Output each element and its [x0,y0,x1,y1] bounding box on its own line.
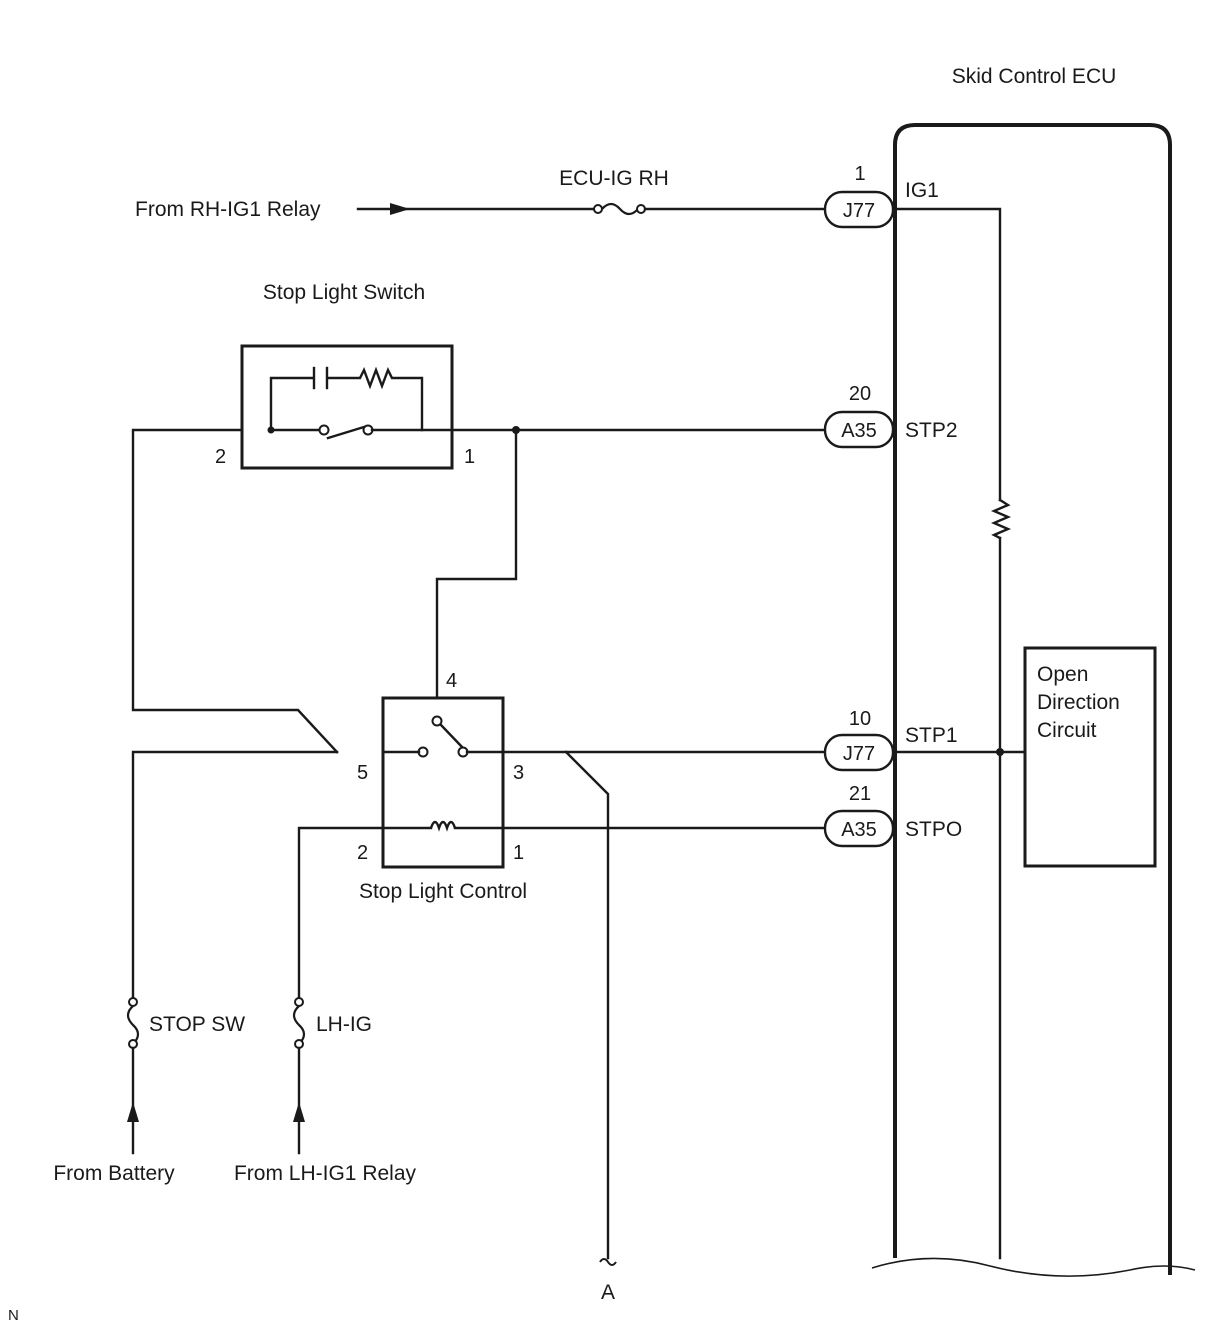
stp2-wiring [131,426,829,754]
svg-text:J77: J77 [843,200,875,222]
fuse-ecu-ig-rh-label: ECU-IG RH [559,167,669,190]
stop-light-control-title: Stop Light Control [359,880,527,903]
connector-j77-stp1: J77 10 STP1 [823,708,958,772]
ig1-pin: 1 [854,163,865,185]
fuse-stop-sw-icon [126,1005,140,1045]
connector-a35-stp2: A35 20 STP2 [823,383,958,449]
fuse-ecu-ig-rh-icon [593,202,646,216]
wave-break-icon [599,1258,617,1266]
slc-pin-4: 4 [446,670,457,692]
fuse-stop-sw-label: STOP SW [149,1013,245,1036]
slc-pin-5: 5 [357,762,368,784]
connector-a35-stpo: A35 21 STPO [823,783,962,848]
slc-pin-3: 3 [513,762,524,784]
svg-text:A35: A35 [841,819,877,841]
svg-text:A35: A35 [841,420,877,442]
pullup-resistor [990,498,1012,540]
stop-light-switch-title: Stop Light Switch [263,281,425,304]
slc-pin-2: 2 [357,842,368,864]
connector-j77-ig1: J77 1 IG1 [823,163,939,229]
open-direction-circuit: Open Direction Circuit [1023,646,1157,868]
arrow-right-icon [390,203,410,215]
arrow-up-icon [127,1102,139,1122]
circuit-line-2: Direction [1037,691,1120,714]
stp1-stpo-wiring: A [131,750,829,1304]
stop-light-switch: Stop Light Switch 2 1 [215,281,475,470]
relay-coil-icon [429,820,457,832]
source-battery: From Battery [53,1162,175,1185]
slc-pin-1: 1 [513,842,524,864]
ecu-title: Skid Control ECU [952,65,1117,88]
circuit-line-3: Circuit [1037,719,1097,742]
corner-mark: N [8,1307,19,1324]
skid-control-ecu: Skid Control ECU [871,65,1196,1277]
stop-light-control: 4 5 3 2 1 Stop Light Control [357,670,527,903]
battery-feed: STOP SW From Battery [53,997,245,1185]
svg-text:J77: J77 [843,743,875,765]
sls-pin-2: 2 [215,446,226,468]
stp2-name: STP2 [905,419,958,442]
lh-ig1-feed: LH-IG From LH-IG1 Relay [234,997,417,1185]
stp1-name: STP1 [905,724,958,747]
stpo-pin: 21 [849,783,871,805]
fuse-lh-ig-icon [292,1005,306,1045]
source-lh-ig1: From LH-IG1 Relay [234,1162,417,1185]
ig1-feed: From RH-IG1 Relay ECU-IG RH [135,167,829,221]
sls-pin-1: 1 [464,446,475,468]
stp1-pin: 10 [849,708,871,730]
off-page-a: A [601,1281,615,1304]
ig1-name: IG1 [905,179,939,202]
stpo-name: STPO [905,818,962,841]
ecu-internal-wiring [893,207,1027,1260]
arrow-up-icon [293,1102,305,1122]
source-rh-ig1: From RH-IG1 Relay [135,198,321,221]
circuit-line-1: Open [1037,663,1088,686]
stp2-pin: 20 [849,383,871,405]
fuse-lh-ig-label: LH-IG [316,1013,372,1036]
